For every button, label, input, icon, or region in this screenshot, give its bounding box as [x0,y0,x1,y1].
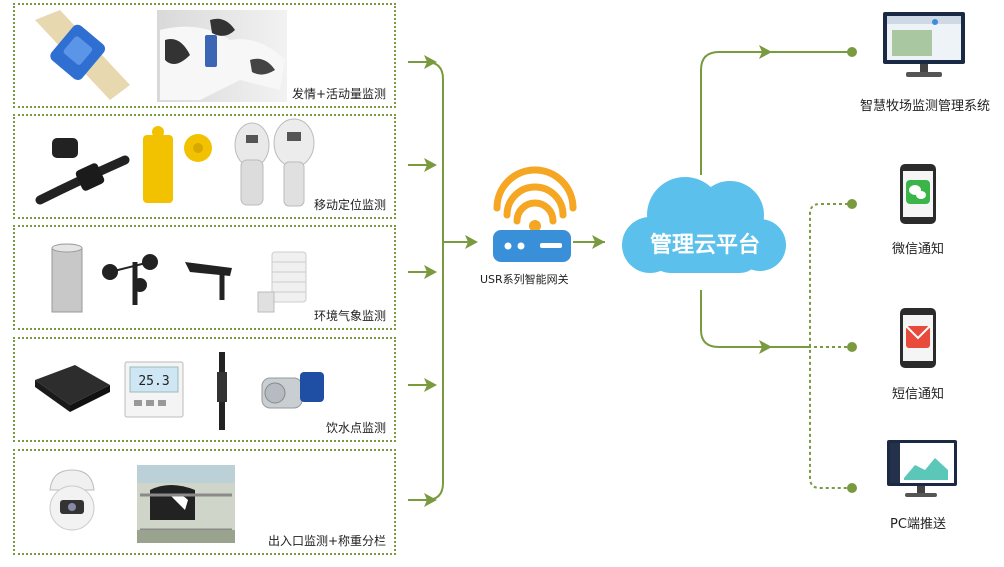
wind-vane-icon [185,262,232,300]
output-label-management-system: 智慧牧场监测管理系统 [859,99,990,114]
output-arrowheads [759,45,772,354]
panel-label: 发情+活动量监测 [291,87,386,101]
panel-estrus-activity: 发情+活动量监测 [13,3,396,108]
output-endpoint-dots [847,47,857,493]
panel-positioning: 移动定位监测 [13,114,396,219]
sms-phone-icon [900,308,936,368]
dome-camera-icon [49,469,95,531]
output-label-wechat: 微信通知 [891,242,944,257]
cloud-label: 管理云平台 [650,232,760,258]
wechat-phone-icon [900,164,936,224]
arrowheads [424,55,605,507]
cloud-platform-icon [622,177,786,273]
gateway-label: USR系列智能网关 [480,273,569,286]
panel-label: 出入口监测+称重分栏 [267,534,386,548]
thermometer-display-icon: 25.3 [124,361,184,418]
pc-monitor-icon [887,440,957,497]
output-dotted-connectors [808,203,848,489]
temperature-reading: 25.3 [138,374,169,389]
anemometer-icon [102,254,158,305]
panel-label: 环境气象监测 [313,309,386,323]
wifi-dot-icon [529,220,541,232]
leg-tag-device-icon [35,10,130,100]
cow-with-collar-icon [157,10,287,102]
ear-tag-icon [143,126,212,203]
panel-label: 移动定位监测 [313,198,386,212]
gateway-router-icon [493,230,571,262]
gps-collar-icon [35,138,130,205]
output-label-pc-push: PC端推送 [890,517,946,532]
radiation-shield-icon [257,251,307,313]
water-quality-probe-icon [217,352,227,430]
panel-label: 饮水点监测 [325,421,386,435]
monitor-dashboard-icon [883,12,965,77]
panel-weather: 环境气象监测 [13,225,396,330]
rain-gauge-icon [51,243,83,313]
handheld-reader-icon [234,118,315,207]
panel-drinking: 饮水点监测 [13,337,396,442]
weighing-gate-photo-icon [137,465,235,543]
data-terminal-icon [35,365,110,412]
panel-entrance-weighing: 出入口监测+称重分栏 [13,449,396,555]
wifi-signal-icon [493,166,577,225]
water-pump-icon [261,372,324,409]
output-connectors [700,51,848,348]
output-label-sms: 短信通知 [891,387,944,402]
